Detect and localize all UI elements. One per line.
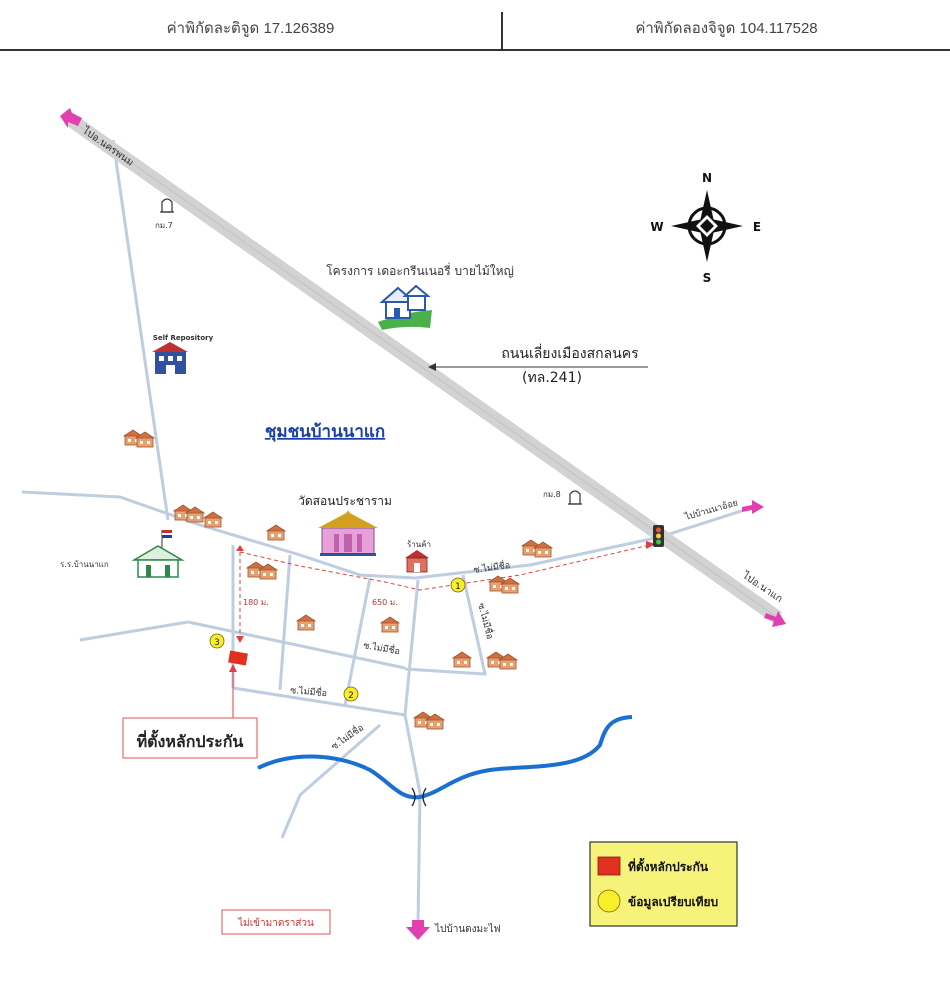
bridge-icon	[411, 787, 427, 807]
temple-icon	[318, 510, 378, 556]
road-soi-3	[343, 577, 372, 706]
label-school: ร.ร.บ้านนาแก	[60, 560, 109, 569]
label-road-unnamed-3: ซ.ไม่มีชื่อ	[362, 638, 401, 657]
distance-lines	[239, 544, 651, 642]
collateral-parcel	[228, 650, 248, 666]
label-route: (ทล.241)	[522, 370, 582, 386]
house-icon	[266, 524, 286, 541]
compass-west-label: W	[650, 220, 663, 234]
label-road-unnamed-2: ซ.ไม่มีชื่อ	[475, 601, 497, 640]
road-middle	[187, 620, 406, 670]
road-network	[21, 139, 761, 926]
road-main-east-west	[21, 490, 761, 580]
latitude-label: ค่าพิกัดละติจูด 17.126389	[166, 20, 335, 37]
dist-arrow-east	[646, 541, 656, 549]
road-west-branch	[79, 620, 189, 642]
road-soi-2	[278, 554, 292, 691]
legend-comparison-label: ข้อมูลเปรียบเทียบ	[628, 895, 718, 910]
house-icon	[296, 614, 316, 631]
arrow-to-ban-na-oi	[742, 500, 764, 514]
compass-north-label: N	[702, 171, 712, 185]
road-south	[232, 686, 406, 717]
house-icon	[452, 651, 472, 668]
label-km7: กม.7	[155, 221, 173, 230]
road-south-west	[280, 723, 381, 839]
traffic-light-icon	[653, 525, 664, 547]
km8-post-icon	[567, 490, 583, 505]
label-collateral-location: ที่ตั้งหลักประกัน	[137, 729, 244, 751]
self-repository-icon	[152, 342, 188, 374]
label-to-ban-dong-mafai: ไปบ้านดงมะไฟ	[434, 923, 501, 935]
legend-comparison-swatch	[597, 889, 621, 913]
label-self-repository: Self Repository	[153, 334, 214, 342]
label-road-unnamed-5: ซ.ไม่มีชื่อ	[328, 721, 366, 753]
label-community: ชุมชนบ้านนาแก	[265, 422, 385, 442]
collateral-callout-box	[122, 717, 258, 759]
comparison-marker-2-label: 2	[348, 691, 354, 701]
school-icon	[131, 530, 185, 578]
house-icon	[380, 616, 400, 633]
compass-south-label: S	[703, 271, 712, 285]
house-icon	[203, 511, 223, 528]
compass-rose-icon	[671, 190, 743, 262]
arrow-to-nakhon-phanom	[60, 108, 82, 128]
arrow-to-na-kae	[764, 611, 786, 627]
bypass-pointer-arrow	[428, 363, 436, 371]
label-bypass: ถนนเลี่ยงเมืองสกลนคร	[501, 344, 639, 362]
road-north-west	[111, 139, 170, 521]
longitude-label: ค่าพิกัดลองจิจูด 104.117528	[635, 20, 818, 37]
header-underline	[0, 49, 950, 51]
dist-arrow-top	[236, 545, 244, 551]
label-to-nakhon-phanom: ไปอ.นครพนม	[79, 124, 135, 169]
label-road-unnamed-1: ซ.ไม่มีชื่อ	[473, 558, 511, 576]
compass-east-label: E	[753, 220, 761, 234]
legend-box	[589, 841, 738, 927]
direction-arrows	[60, 108, 786, 940]
coordinate-header: ค่าพิกัดละติจูด 17.126389 ค่าพิกัดลองจิจ…	[0, 0, 950, 51]
label-dist-180: 180 ม.	[243, 598, 269, 607]
road-soi-loop	[404, 574, 487, 676]
legend-collateral-label: ที่ตั้งหลักประกัน	[628, 857, 709, 874]
label-temple: วัดสอนประชาราม	[298, 494, 392, 508]
comparison-marker-1-label: 1	[455, 582, 461, 592]
road-soi-4	[403, 579, 420, 716]
arrow-to-dong-mafai	[406, 920, 430, 940]
legend-collateral-swatch	[597, 856, 621, 876]
label-km8: กม.8	[543, 490, 561, 499]
distance-line-650m	[239, 544, 651, 591]
comparison-marker-3	[209, 633, 225, 649]
label-not-to-scale: ไม่เข้ามาตราส่วน	[237, 917, 314, 929]
road-to-dong-mafai	[403, 714, 422, 926]
km7-post-icon	[159, 198, 175, 213]
not-to-scale-box	[221, 909, 331, 935]
river	[257, 715, 633, 800]
comparison-markers	[209, 577, 466, 702]
label-project: โครงการ เดอะกรีนเนอรี่ บายไม้ใหญ่	[326, 262, 514, 278]
project-house-icon	[378, 284, 432, 330]
label-dist-650: 650 ม.	[372, 598, 398, 607]
comparison-marker-2	[343, 686, 359, 702]
header-divider	[501, 12, 503, 50]
comparison-marker-1	[450, 577, 466, 593]
collateral-pointer-arrow	[229, 664, 237, 672]
shop-icon	[405, 550, 429, 573]
dist-arrow-bottom	[236, 636, 244, 643]
comparison-marker-3-label: 3	[214, 638, 220, 648]
label-shop: ร้านค้า	[407, 540, 431, 549]
